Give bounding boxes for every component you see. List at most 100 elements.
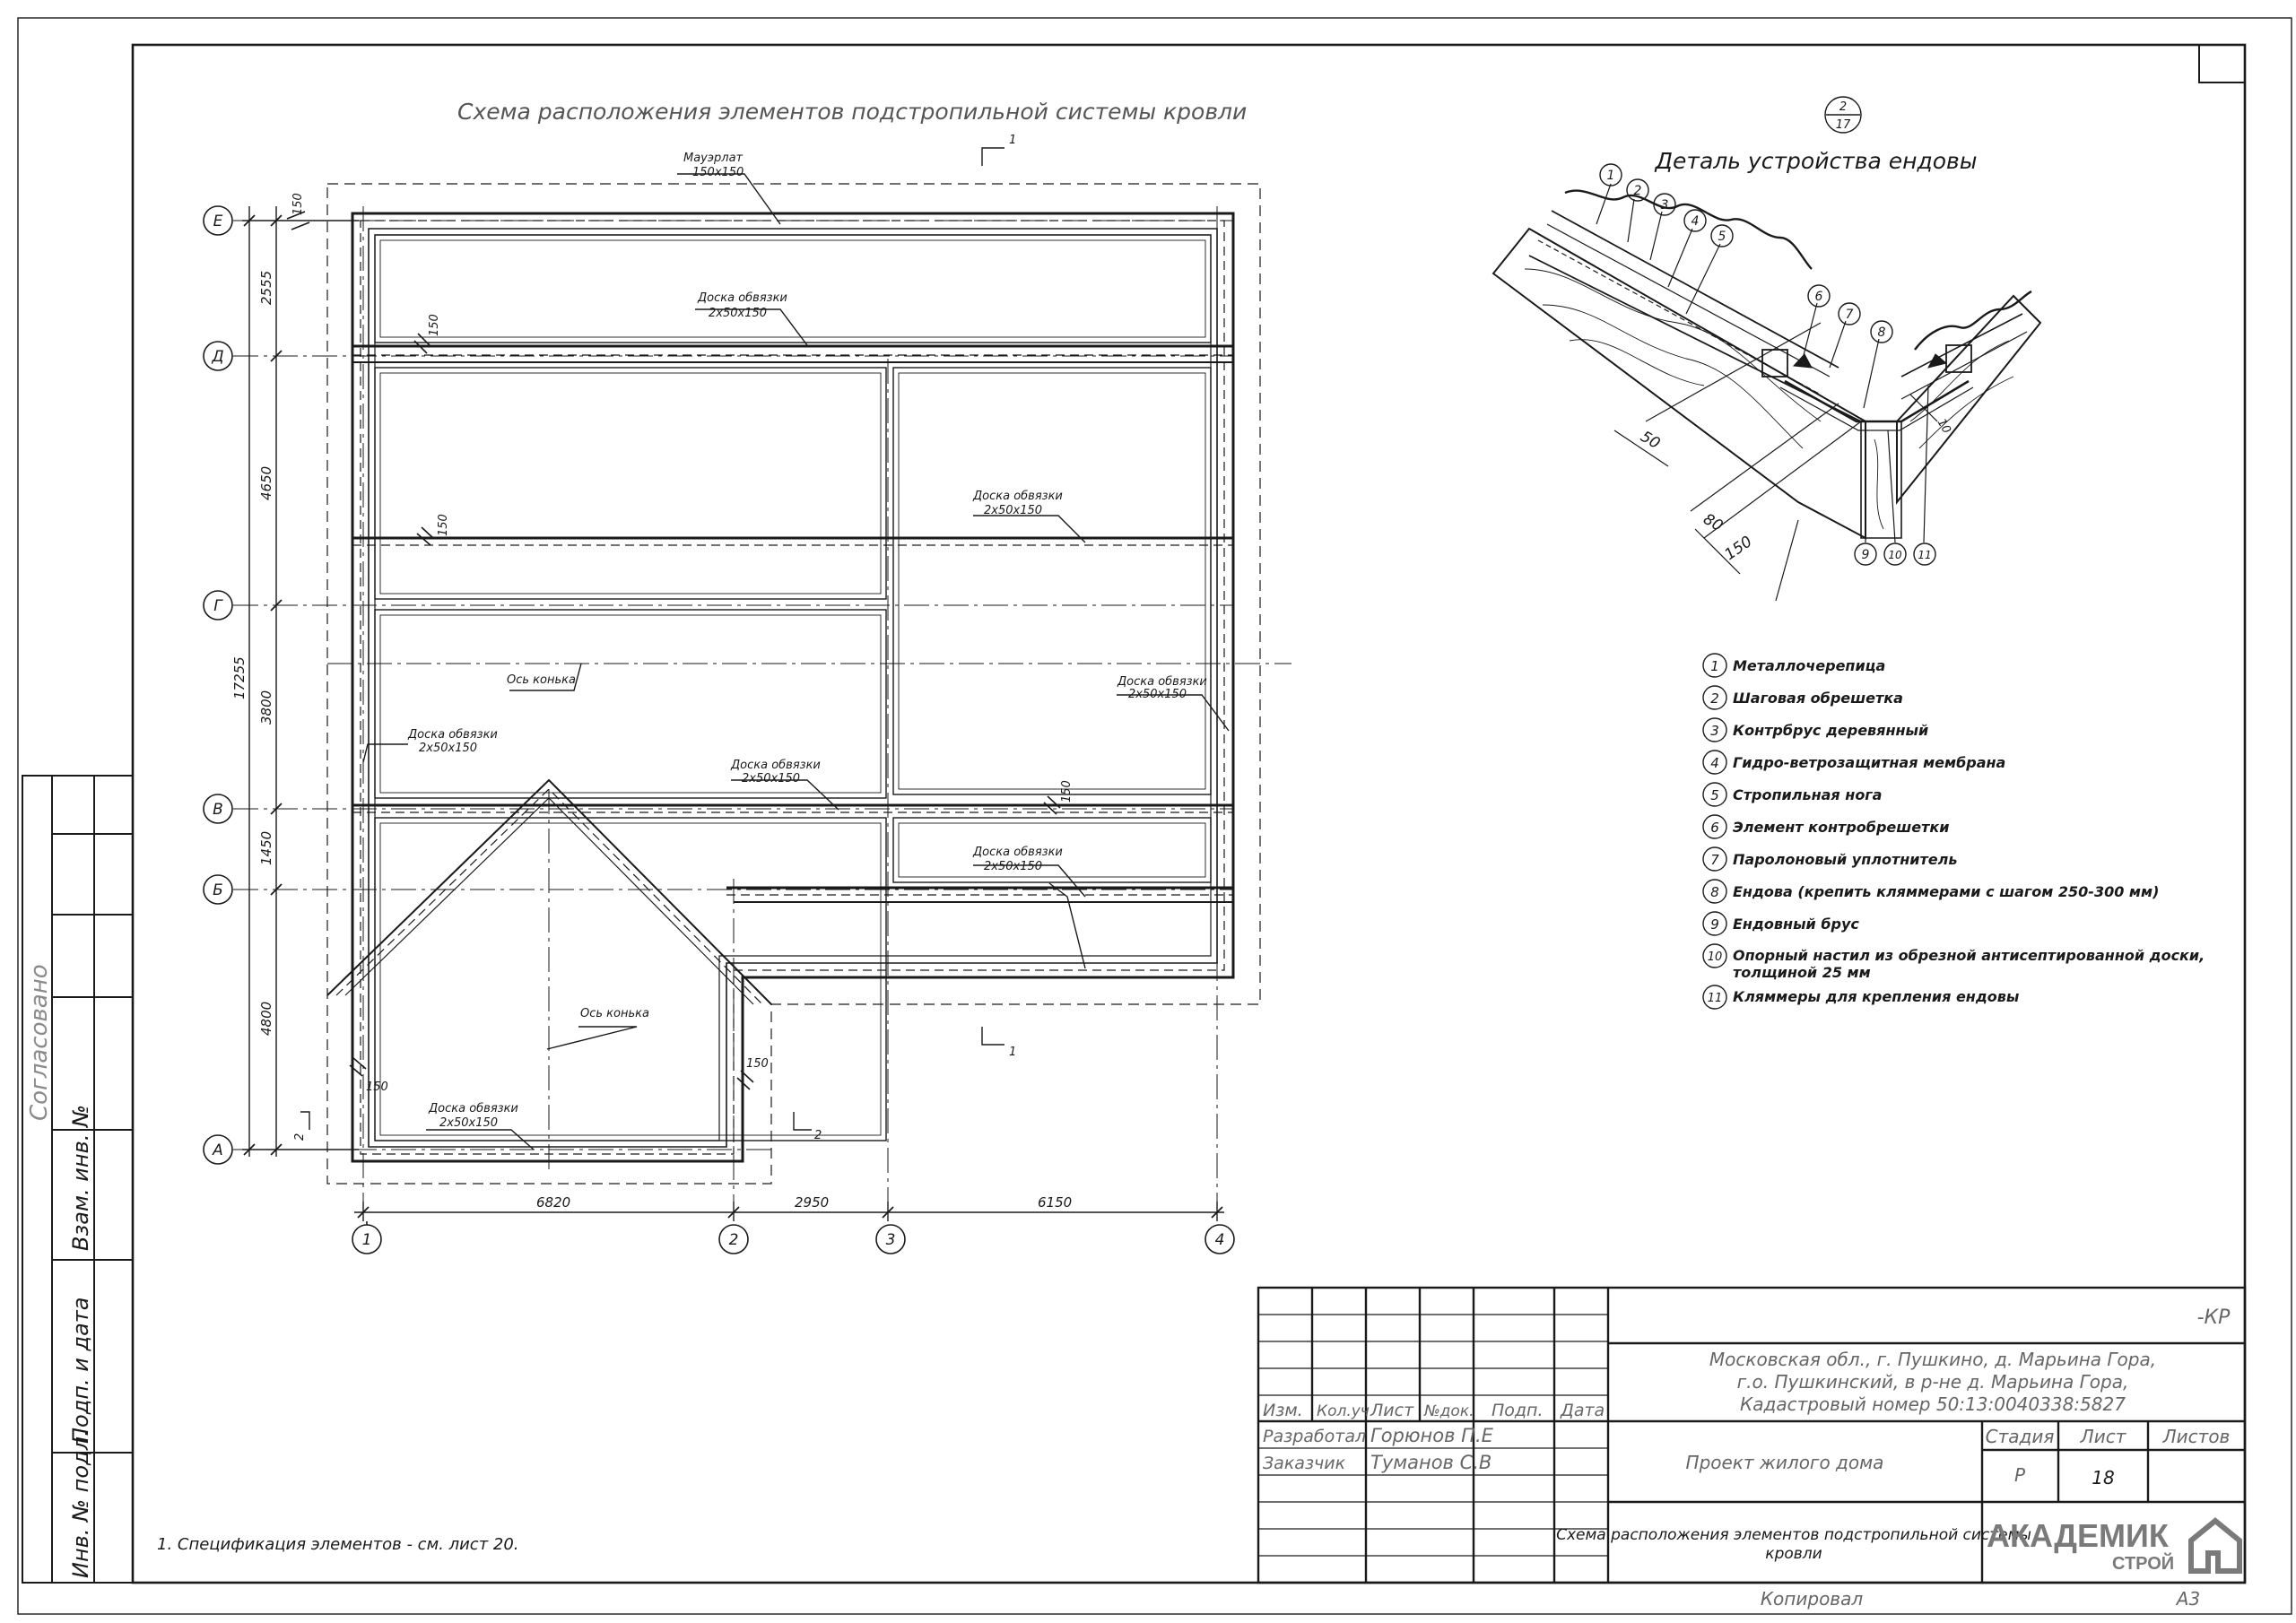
legend-num-5: 5	[1710, 787, 1719, 803]
axis-bubbles-numbers	[352, 1221, 1235, 1254]
legend-text-1: Металлочерепица	[1733, 657, 1885, 674]
axis-label-B: Б	[213, 881, 223, 899]
detail-callout-4: 4	[1692, 214, 1700, 229]
legend-text-10b: толщиной 25 мм	[1733, 964, 1871, 981]
board-size-right1: 2x50x150	[984, 504, 1042, 517]
board-strip-v	[352, 803, 1233, 813]
board-label-right2: Доска обвязки	[1117, 675, 1207, 689]
dim-6150: 6150	[1038, 1194, 1072, 1211]
section-mark-right: 2	[814, 1129, 822, 1142]
roof-plan	[203, 147, 1292, 1254]
tb-sheet-name-1: Схема расположения элементов подстропиль…	[1556, 1526, 2031, 1544]
dim-150-mid: 150	[437, 514, 450, 536]
board-label-b: Доска обвязки	[972, 846, 1063, 859]
spec-note: 1. Спецификация элементов - см. лист 20.	[157, 1535, 519, 1554]
dim-1450: 1450	[258, 831, 274, 865]
dim-2950: 2950	[795, 1194, 829, 1211]
mauerlat-label: Мауэрлат	[683, 152, 744, 165]
dim-3800: 3800	[258, 690, 274, 725]
detail-header	[1824, 96, 1862, 134]
tb-stage: Р	[2014, 1464, 2026, 1486]
vertical-dimension-chain	[242, 206, 359, 1157]
board-label-mid: Доска обвязки	[730, 759, 821, 772]
board-strip-d	[352, 344, 1233, 363]
detail-dim-150: 150	[1721, 533, 1755, 564]
dim-150-d: 150	[428, 314, 441, 336]
board-size-top: 2x50x150	[709, 307, 767, 320]
tb-col-kol: Кол.уч	[1317, 1402, 1370, 1420]
detail-title: Деталь устройства ендовы	[1654, 148, 1977, 174]
side-swap-inv-label: Взам. инв. №	[68, 1105, 93, 1251]
detail-sheet-top: 2	[1839, 100, 1847, 114]
tb-sheet-number: 18	[2092, 1467, 2114, 1488]
detail-callout-8: 8	[1878, 325, 1886, 340]
tb-col-list: Лист	[1370, 1401, 1414, 1420]
axis-lines	[233, 206, 1292, 1219]
legend-num-6: 6	[1710, 820, 1719, 836]
ridge-axis-label-1: Ось конька	[507, 673, 576, 687]
logo-sub-text: СТРОЙ	[2112, 1552, 2174, 1574]
dim-150-e: 150	[291, 193, 305, 215]
side-agreed-label: Согласовано	[26, 964, 53, 1121]
axis-label-4: 4	[1215, 1231, 1225, 1249]
legend-text-2: Шаговая обрешетка	[1733, 690, 1903, 707]
tb-copied: Копировал	[1761, 1588, 1863, 1610]
axis-label-1: 1	[362, 1231, 372, 1249]
side-stamp	[22, 775, 134, 1584]
tb-customer-label: Заказчик	[1263, 1454, 1346, 1473]
tb-col-data: Дата	[1560, 1401, 1605, 1420]
axis-label-2: 2	[729, 1231, 739, 1249]
leader-lines	[362, 173, 1230, 1150]
legend-text-7: Паролоновый уплотнитель	[1733, 851, 1957, 868]
detail-callout-10: 10	[1888, 549, 1902, 561]
board-size-b: 2x50x150	[984, 860, 1042, 873]
section-mark-top: 1	[1009, 134, 1016, 147]
tb-stage-label: Стадия	[1986, 1426, 2055, 1447]
detail-callout-6: 6	[1815, 290, 1823, 304]
dim-6820: 6820	[536, 1194, 570, 1211]
legend-text-9: Ендовный брус	[1733, 916, 1859, 933]
board-label-top: Доска обвязки	[697, 291, 787, 305]
tb-sheet-name-2: кровли	[1765, 1545, 1822, 1563]
legend-text-11: Кляммеры для крепления ендовы	[1733, 988, 2020, 1005]
legend-circles	[1702, 653, 1727, 1010]
tb-code: -КР	[2197, 1306, 2231, 1329]
detail-dim-10: 10	[1935, 417, 1953, 437]
board-size-mid: 2x50x150	[742, 772, 800, 785]
legend-num-1: 1	[1710, 658, 1719, 674]
tb-sheets-label: Листов	[2162, 1426, 2231, 1447]
dim-150-right: 150	[746, 1057, 769, 1071]
dim-150-v: 150	[1060, 780, 1074, 803]
section-mark-bottom: 1	[1009, 1046, 1016, 1059]
board-size-bottom: 2x50x150	[439, 1116, 498, 1130]
board-strip-mid	[352, 536, 1233, 546]
tb-sheet-label: Лист	[2080, 1426, 2127, 1447]
logo-main-text: АКАДЕМИК	[1987, 1517, 2170, 1554]
horizontal-dimension-chain	[354, 1202, 1224, 1221]
tb-developed-name: Горюнов П.Е	[1370, 1425, 1494, 1446]
dim-2555: 2555	[258, 271, 274, 305]
detail-dim-80: 80	[1700, 510, 1726, 535]
valley-detail-drawing	[1492, 163, 2042, 602]
board-size-right2: 2x50x150	[1128, 688, 1187, 701]
legend-text-6: Элемент контробрешетки	[1733, 819, 1949, 836]
legend-text-3: Контрбрус деревянный	[1733, 722, 1928, 739]
legend-num-2: 2	[1710, 690, 1719, 707]
legend-text-10: Опорный настил из обрезной антисептирова…	[1733, 947, 2205, 964]
detail-sheet-bottom: 17	[1836, 118, 1851, 132]
tb-format: А3	[2175, 1588, 2200, 1610]
legend-num-11: 11	[1708, 992, 1723, 1005]
legend-num-10: 10	[1708, 950, 1723, 964]
board-strip-b	[726, 886, 1233, 903]
title-block	[1257, 1286, 2247, 1584]
tb-developed-label: Разработал	[1263, 1427, 1366, 1446]
tb-address-1: Московская обл., г. Пушкино, д. Марьина …	[1709, 1349, 2156, 1370]
axis-label-V: В	[213, 801, 223, 819]
dim-4650: 4650	[258, 466, 274, 500]
section-mark-left: 2	[293, 1133, 307, 1141]
mauerlat-outline	[351, 212, 1235, 1163]
board-size-left: 2x50x150	[419, 742, 477, 755]
axis-label-D: Д	[211, 348, 223, 366]
axis-label-3: 3	[886, 1231, 896, 1249]
